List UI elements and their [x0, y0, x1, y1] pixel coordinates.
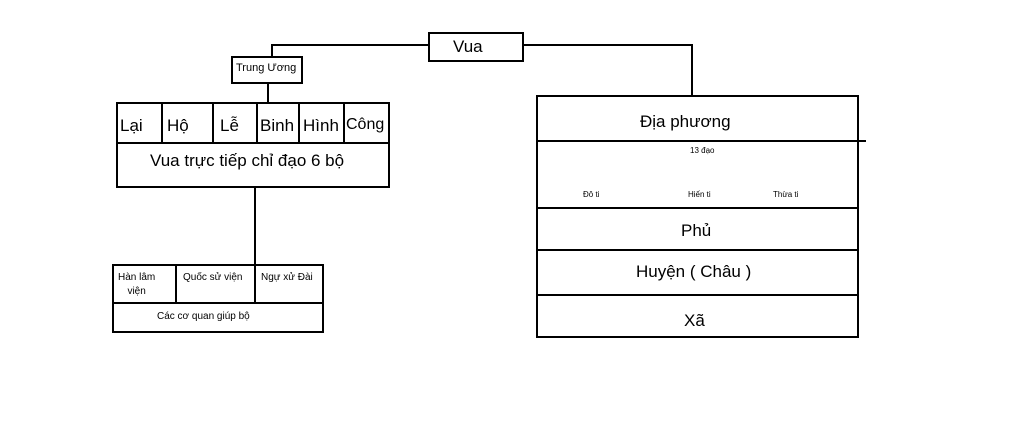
- dao-branch-thua-ti: Thừa ti: [773, 190, 799, 199]
- support-caption: Các cơ quan giúp bộ: [157, 311, 250, 322]
- dao-branch-do-ti: Đô ti: [583, 190, 600, 199]
- agency-han-lam-vien: Hàn lâm viện: [118, 272, 156, 297]
- ministry-cong: Công: [346, 116, 385, 133]
- dao-label: 13 đạo: [690, 146, 715, 155]
- ministry-ho: Hộ: [167, 116, 189, 135]
- agency-quoc-su-vien: Quốc sử viện: [183, 272, 243, 283]
- ministry-binh: Binh: [260, 116, 295, 135]
- level-xa: Xã: [684, 311, 705, 330]
- local-title: Địa phương: [640, 112, 731, 131]
- level-huyen-chau: Huyện ( Châu ): [636, 262, 752, 281]
- local-box: [536, 95, 859, 338]
- vua-label: Vua: [453, 37, 483, 56]
- ministry-caption: Vua trực tiếp chỉ đạo 6 bộ: [150, 151, 345, 170]
- support-box: [112, 264, 324, 333]
- level-phu: Phủ: [681, 221, 712, 240]
- ministry-hinh: Hình: [303, 116, 339, 135]
- trung-uong-box: [231, 56, 303, 84]
- dao-branch-hien-ti: Hiến ti: [688, 190, 711, 199]
- ministry-le: Lễ: [220, 116, 239, 135]
- ministry-lai: Lại: [120, 116, 143, 135]
- vua-box: [428, 32, 524, 62]
- agency-ngu-xu-dai: Ngự xử Đài: [261, 272, 313, 283]
- trung-uong-label: Trung Ương: [236, 62, 297, 74]
